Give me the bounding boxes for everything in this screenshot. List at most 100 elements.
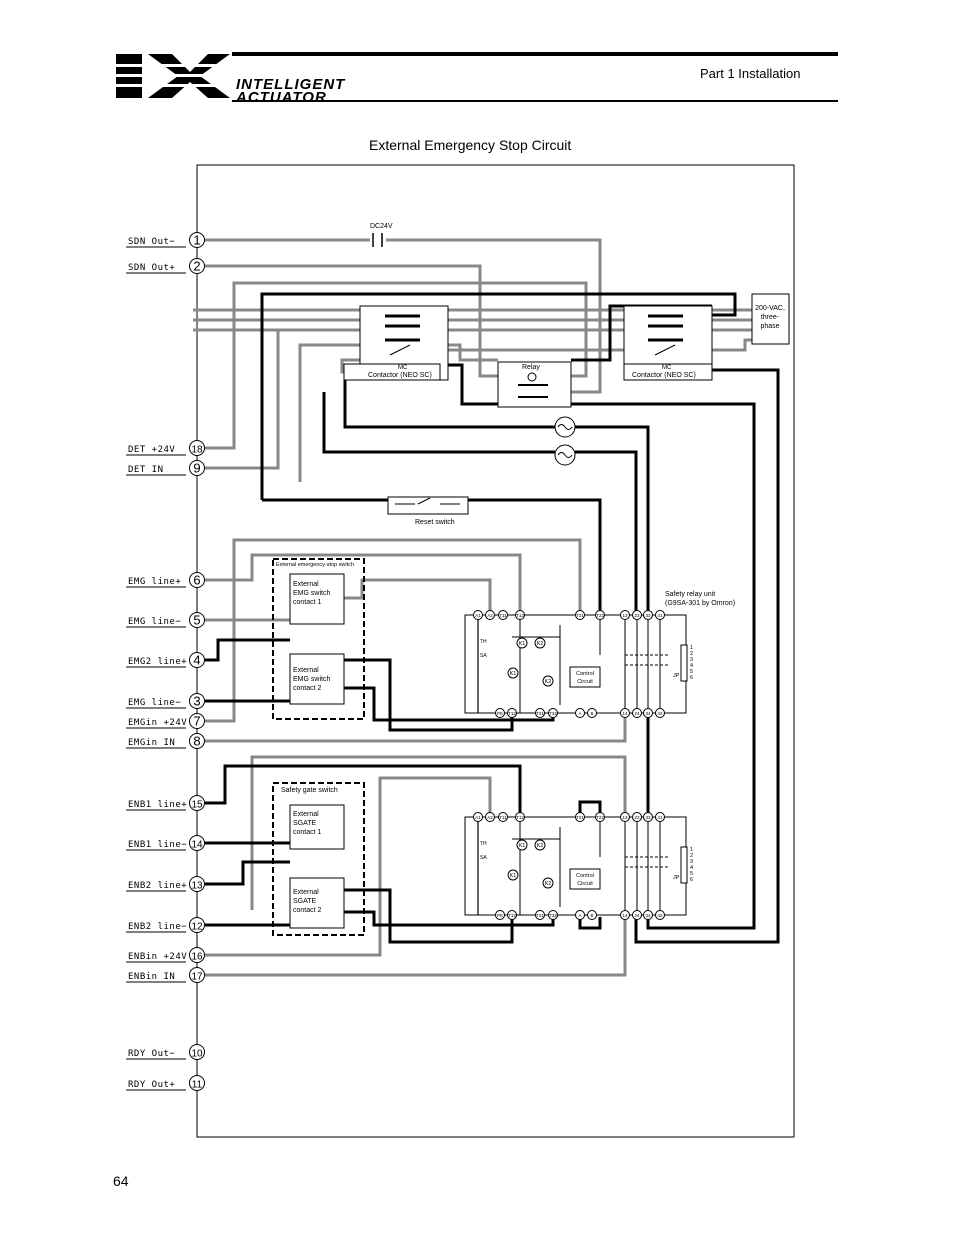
contactor-left: MC Contactor (NEO SC) [343, 305, 449, 381]
relay-label: Relay [522, 364, 540, 371]
terminal-label: EMG line− [128, 617, 181, 627]
black-wiring [205, 292, 780, 944]
terminal-det-in: DET IN 9 [126, 460, 205, 476]
emg-box-title: External emergency-stop switch [276, 562, 354, 568]
contactor-right-label: Contactor (NEO SC) [632, 372, 696, 379]
relay-top-terminal: 13 [622, 815, 628, 820]
relay-top-terminal: T21 [576, 815, 584, 820]
terminal-label: DET +24V [128, 445, 175, 455]
relay: Relay [497, 361, 572, 408]
relay-top-terminal: 33 [645, 613, 651, 618]
emg-contact2-line2: EMG switch [293, 676, 330, 683]
terminal-rdy-out-plus: RDY Out+ 11 [126, 1075, 205, 1091]
relay-bottom-terminal: PE [497, 711, 503, 716]
terminal-label: DET IN [128, 465, 164, 475]
terminal-label: RDY Out+ [128, 1080, 175, 1090]
pin-number: 3 [690, 657, 693, 663]
page-number: 64 [113, 1173, 129, 1189]
th-label: TH [480, 841, 487, 847]
supply-box [751, 293, 790, 345]
k-label: K1 [519, 843, 526, 849]
pin-number: 4 [690, 865, 693, 871]
header-rule [232, 52, 838, 56]
terminal-number: 4 [193, 653, 200, 668]
relay-bottom-terminal: 24 [634, 711, 640, 716]
terminal-number: 11 [192, 1080, 203, 1091]
terminal-number: 15 [191, 800, 203, 811]
relay-top-terminal: 23 [634, 815, 640, 820]
terminal-label: EMGin +24V [128, 718, 187, 728]
contactor-left-label: Contactor (NEO SC) [368, 372, 432, 379]
relay-bottom-terminal: 34 [645, 711, 651, 716]
relay-top-terminal: T12 [516, 815, 524, 820]
emg-switch-box [272, 558, 365, 720]
supply-line2: three- [761, 314, 780, 321]
emg-contact1-line1: External [293, 581, 319, 588]
relay-bottom-terminal: PE [497, 913, 503, 918]
pin-number: 1 [690, 847, 693, 853]
emg-contact2-box [289, 653, 345, 705]
gate-contact1-line1: External [293, 811, 319, 818]
diagram-frame [196, 164, 795, 1138]
jp-label: JP [673, 875, 680, 881]
pin-number: 2 [690, 651, 693, 657]
terminal-emg-line-minus-3: EMG line−3 [126, 693, 205, 709]
relay-top-terminal: 41 [657, 613, 663, 618]
relay-bottom-terminal: 42 [657, 711, 663, 716]
supply-line1: 200-VAC, [755, 305, 785, 312]
safety-relay-line2: (G9SA-301 by Omron) [665, 600, 735, 607]
pin-number: 3 [690, 859, 693, 865]
relay-top-terminal: A2 [487, 613, 493, 618]
reset-switch [387, 496, 469, 515]
contactor-right: MC Contactor (NEO SC) [623, 305, 713, 381]
terminal-number: 6 [193, 573, 200, 588]
terminal-label: EMGin IN [128, 738, 175, 748]
relay-bottom-terminal: A [578, 913, 581, 918]
relay-top-terminal: T22 [596, 613, 604, 618]
terminal-number: 14 [191, 840, 203, 851]
k-label: K2 [545, 881, 552, 887]
pin-number: 4 [690, 663, 693, 669]
terminal-label: ENB1 line+ [128, 800, 187, 810]
terminal-enb1-line-plus: ENB1 line+ 15 [126, 795, 205, 811]
relay-bottom-terminal: T32 [549, 913, 557, 918]
gate-contact1-line3: contact 1 [293, 829, 322, 836]
relay-bottom-terminal: 42 [657, 913, 663, 918]
pin-number: 2 [690, 853, 693, 859]
relay-top-terminal: 13 [622, 613, 628, 618]
relay-bottom-terminal: T32 [549, 711, 557, 716]
terminal-number: 9 [193, 461, 200, 476]
terminal-number: 10 [191, 1049, 203, 1060]
mc-right-label: MC [662, 365, 672, 371]
relay-top-terminal: 41 [657, 815, 663, 820]
relay-top-terminal: A1 [475, 613, 481, 618]
pin-number: 1 [690, 645, 693, 651]
reset-switch-label: Reset switch [415, 519, 455, 526]
gate-box-title: Safety gate switch [281, 787, 338, 794]
control-circuit-line1: Control [576, 671, 594, 677]
relay-top-terminal: T11 [499, 815, 507, 820]
gate-contact1-box [289, 804, 345, 850]
emg-contact2-line1: External [293, 667, 319, 674]
k-label: K2 [545, 679, 552, 685]
pin-number: 5 [690, 871, 693, 877]
relay-top-terminal: T12 [516, 613, 524, 618]
relay-top-terminal: T22 [596, 815, 604, 820]
gate-switch-box [272, 782, 365, 936]
relay-top-terminal: A2 [487, 815, 493, 820]
terminal-emg2-line-plus: EMG2 line+4 [126, 652, 205, 668]
relay-bottom-terminal: T12 [508, 711, 516, 716]
relay-bottom-terminal: T31 [536, 711, 544, 716]
pin-number: 6 [690, 877, 693, 883]
pin-number: 5 [690, 669, 693, 675]
relay-bottom-terminal: 24 [634, 913, 640, 918]
terminal-emg-line-minus-5: EMG line−5 [126, 612, 205, 628]
